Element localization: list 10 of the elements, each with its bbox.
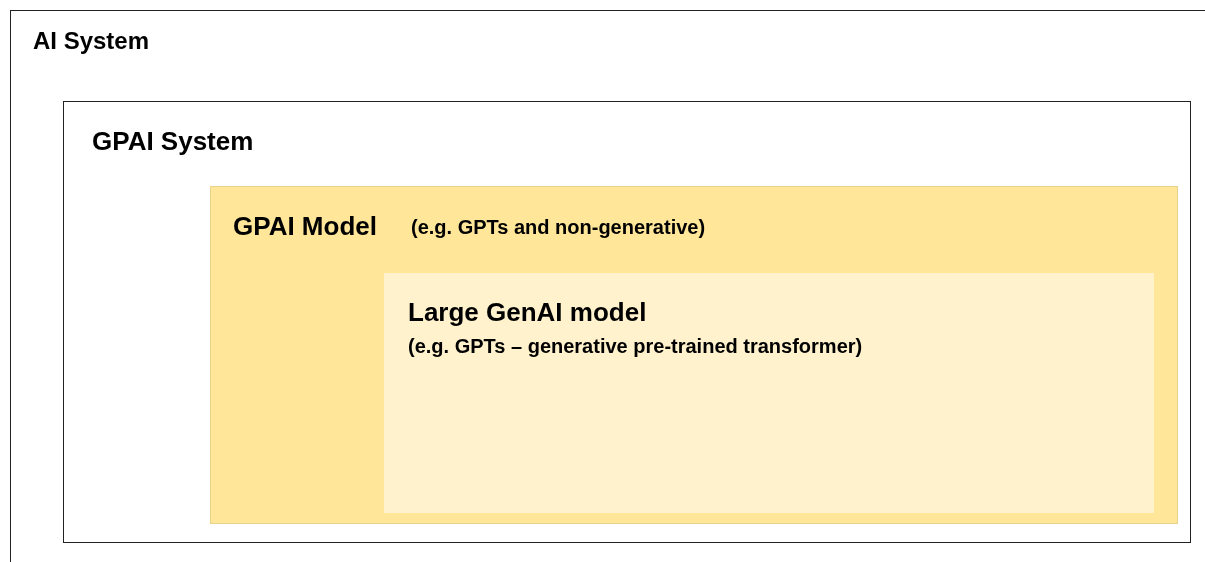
- panel-subtitle: (e.g. GPTs – generative pre-trained transformer): [408, 335, 863, 358]
- panel-subtitle: (e.g. GPTs and non-generative): [411, 216, 706, 239]
- genai-panel: [384, 273, 1154, 513]
- model-panel: [210, 186, 1178, 524]
- panel-title: GPAI Model: [233, 211, 377, 242]
- panel-title: GPAI System: [92, 126, 254, 157]
- panel-title: Large GenAI model: [408, 297, 647, 328]
- panel-title: AI System: [33, 27, 150, 55]
- outer-panel: [10, 10, 1205, 562]
- system-panel: [63, 101, 1191, 543]
